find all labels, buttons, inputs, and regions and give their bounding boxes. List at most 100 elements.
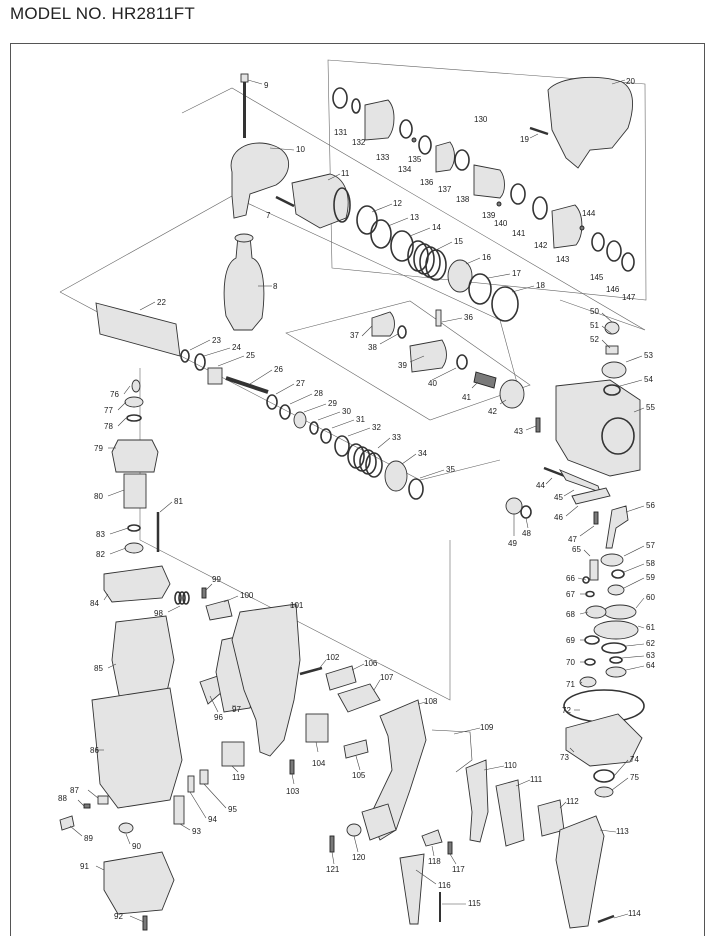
part-15-spring bbox=[407, 240, 447, 281]
part-42 bbox=[499, 379, 525, 409]
label-14: 14 bbox=[432, 223, 441, 232]
part-18 bbox=[491, 286, 519, 322]
part-114 bbox=[597, 914, 615, 924]
label-106: 106 bbox=[364, 659, 378, 668]
label-135: 135 bbox=[408, 155, 422, 164]
part-70 bbox=[584, 658, 596, 666]
label-79: 79 bbox=[94, 444, 103, 453]
diagram-frame bbox=[10, 43, 705, 936]
label-42: 42 bbox=[488, 407, 497, 416]
part-11-ring bbox=[333, 187, 351, 223]
part-60 bbox=[603, 604, 637, 620]
label-53: 53 bbox=[644, 351, 653, 360]
part-100 bbox=[205, 599, 233, 621]
part-131 bbox=[332, 87, 348, 109]
label-39: 39 bbox=[398, 361, 407, 370]
label-136: 136 bbox=[420, 178, 434, 187]
label-145: 145 bbox=[590, 273, 604, 282]
label-52: 52 bbox=[590, 335, 599, 344]
label-63: 63 bbox=[646, 651, 655, 660]
part-106 bbox=[325, 665, 357, 691]
part-109 bbox=[431, 729, 473, 773]
label-70: 70 bbox=[566, 658, 575, 667]
label-108: 108 bbox=[424, 697, 438, 706]
part-14 bbox=[390, 230, 414, 262]
label-82: 82 bbox=[96, 550, 105, 559]
part-59 bbox=[607, 584, 625, 596]
label-93: 93 bbox=[192, 827, 201, 836]
label-142: 142 bbox=[534, 241, 548, 250]
part-121 bbox=[329, 835, 335, 853]
part-8 bbox=[223, 235, 265, 331]
label-8: 8 bbox=[273, 282, 278, 291]
label-89: 89 bbox=[84, 834, 93, 843]
label-9: 9 bbox=[264, 81, 269, 90]
part-118 bbox=[421, 829, 443, 847]
label-88: 88 bbox=[58, 794, 67, 803]
label-37: 37 bbox=[350, 331, 359, 340]
label-138: 138 bbox=[456, 195, 470, 204]
label-31: 31 bbox=[356, 415, 365, 424]
part-101 bbox=[231, 603, 301, 757]
label-92: 92 bbox=[114, 912, 123, 921]
label-12: 12 bbox=[393, 199, 402, 208]
part-86 bbox=[91, 687, 183, 809]
part-146 bbox=[606, 240, 622, 262]
part-12 bbox=[356, 205, 378, 235]
label-141: 141 bbox=[512, 229, 526, 238]
part-94 bbox=[187, 775, 195, 793]
label-111: 111 bbox=[530, 775, 543, 784]
part-16 bbox=[447, 259, 473, 293]
part-35 bbox=[408, 478, 424, 500]
label-18: 18 bbox=[536, 281, 545, 290]
part-22 bbox=[95, 302, 181, 357]
label-81: 81 bbox=[174, 497, 183, 506]
part-141 bbox=[510, 183, 526, 205]
label-40: 40 bbox=[428, 379, 437, 388]
label-119: 119 bbox=[232, 773, 245, 782]
label-23: 23 bbox=[212, 336, 221, 345]
part-7 bbox=[275, 195, 295, 208]
part-41 bbox=[473, 371, 497, 389]
label-104: 104 bbox=[312, 759, 326, 768]
label-147: 147 bbox=[622, 293, 636, 302]
label-10: 10 bbox=[296, 145, 305, 154]
label-68: 68 bbox=[566, 610, 575, 619]
label-121: 121 bbox=[326, 865, 340, 874]
label-15: 15 bbox=[454, 237, 463, 246]
part-31 bbox=[320, 428, 332, 444]
label-71: 71 bbox=[566, 680, 575, 689]
part-80 bbox=[123, 473, 147, 509]
part-46 bbox=[571, 487, 611, 505]
part-83 bbox=[127, 524, 141, 532]
part-32 bbox=[334, 435, 350, 457]
label-117: 117 bbox=[452, 865, 465, 874]
label-66: 66 bbox=[566, 574, 575, 583]
part-53 bbox=[601, 361, 627, 379]
part-85 bbox=[111, 615, 175, 701]
part-138 bbox=[454, 149, 470, 171]
label-143: 143 bbox=[556, 255, 570, 264]
part-103 bbox=[289, 759, 295, 775]
label-76: 76 bbox=[110, 390, 119, 399]
label-100: 100 bbox=[240, 591, 254, 600]
part-10 bbox=[230, 142, 289, 219]
part-72 bbox=[563, 689, 645, 723]
part-133 bbox=[364, 99, 395, 141]
label-73: 73 bbox=[560, 753, 569, 762]
part-142 bbox=[532, 196, 548, 220]
label-114: 114 bbox=[628, 909, 641, 918]
part-63 bbox=[609, 656, 623, 664]
label-36: 36 bbox=[464, 313, 473, 322]
part-140 bbox=[496, 201, 502, 207]
label-130: 130 bbox=[474, 115, 488, 124]
label-54: 54 bbox=[644, 375, 653, 384]
label-28: 28 bbox=[314, 389, 323, 398]
label-80: 80 bbox=[94, 492, 103, 501]
label-94: 94 bbox=[208, 815, 217, 824]
part-144 bbox=[579, 225, 585, 231]
label-41: 41 bbox=[462, 393, 471, 402]
part-39 bbox=[409, 339, 447, 373]
label-90: 90 bbox=[132, 842, 141, 851]
parts bbox=[59, 73, 645, 931]
